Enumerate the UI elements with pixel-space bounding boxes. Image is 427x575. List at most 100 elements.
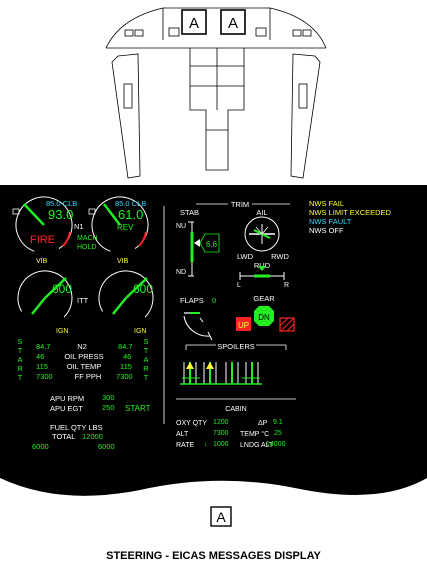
- n2-label: N2: [77, 342, 87, 351]
- cockpit-sketch: [105, 7, 327, 179]
- rate-arrow: ↓: [204, 441, 208, 448]
- panel-knob: [302, 29, 312, 37]
- engine-params: 84.7 46 115 7300 N2 OIL PRESS OIL TEMP F…: [36, 342, 133, 381]
- ign-left: IGN: [56, 328, 68, 335]
- fuel-total-label: TOTAL: [52, 432, 75, 441]
- cockpit-box-left-label: A: [189, 15, 199, 32]
- oxy-label: OXY QTY: [176, 420, 207, 427]
- start-right-letter: R: [143, 364, 149, 373]
- panel-knob: [168, 27, 180, 37]
- left-side-console: [111, 53, 141, 179]
- eicas-message: NWS LIMIT EXCEEDED: [309, 208, 392, 217]
- gear-label: GEAR: [253, 294, 275, 303]
- start-left-letter: R: [17, 364, 23, 373]
- rate-label: RATE: [176, 442, 194, 449]
- panel-knob: [124, 29, 134, 37]
- reference-box-label: A: [216, 509, 226, 525]
- left-n1-value: 93.0: [48, 207, 73, 222]
- n1-gauge-left: [12, 196, 73, 254]
- apu-egt-label: APU EGT: [50, 404, 83, 413]
- n1-gauge-right: [88, 196, 149, 254]
- start-left-letter: T: [18, 373, 23, 382]
- stab-value-box: [199, 233, 220, 253]
- center-pedestal: [189, 48, 245, 171]
- ap-value: 9.1: [273, 419, 283, 426]
- right-ff: 7300: [116, 372, 133, 381]
- trim-title: TRIM: [231, 200, 249, 209]
- stab-pointer: [194, 239, 200, 247]
- right-clb: 85.0 CLB: [115, 199, 146, 208]
- rud-scale: [239, 266, 285, 280]
- eicas-screen: [0, 185, 427, 496]
- rate-value: 1000: [213, 441, 229, 448]
- fire-indicator: FIRE: [30, 234, 55, 246]
- n1-red-arc: [62, 231, 71, 247]
- gear-up-box: [236, 317, 251, 331]
- ff-label: FF PPH: [75, 372, 102, 381]
- spoiler-panel: [225, 362, 239, 384]
- right-itt-value: 600: [133, 282, 153, 296]
- itt-label: ITT: [77, 296, 89, 305]
- start-right-letter: T: [144, 346, 149, 355]
- eicas-message: NWS FAIL: [309, 199, 344, 208]
- ldg-alt-label: LNDG ALT: [240, 442, 274, 449]
- right-oil-press: 46: [123, 352, 131, 361]
- rud-label: RUD: [254, 261, 271, 270]
- left-clb: 85.0 CLB: [46, 199, 77, 208]
- apu-rpm-label: APU RPM: [50, 394, 84, 403]
- alt-label: ALT: [176, 431, 189, 438]
- right-n1-value: 61.0: [118, 207, 143, 222]
- rev-indicator: REV: [117, 223, 134, 232]
- ldg-alt-value: 14000: [266, 441, 286, 448]
- left-oil-press: 46: [36, 352, 44, 361]
- eicas-message: NWS OFF: [309, 226, 344, 235]
- ail-label: AIL: [256, 208, 267, 217]
- rud-l: L: [237, 282, 241, 289]
- vib-left: VIB: [36, 258, 48, 265]
- start-left-letter: A: [17, 355, 22, 364]
- left-oil-temp: 115: [36, 362, 48, 371]
- temp-value: 25: [274, 430, 282, 437]
- mach-label: MACH: [77, 235, 98, 242]
- right-n2: 84.7: [118, 342, 133, 351]
- stab-nd: ND: [176, 269, 186, 276]
- hold-label: HOLD: [77, 244, 96, 251]
- n1-pointer: [103, 203, 121, 226]
- spoiler-panel: [203, 362, 217, 384]
- spoilers-label: SPOILERS: [217, 342, 255, 351]
- fuel-right-value: 6000: [98, 442, 115, 451]
- spoiler-indicators: [180, 362, 262, 385]
- start-left: S T A R T: [17, 337, 23, 382]
- lwd-label: LWD: [237, 252, 254, 261]
- right-oil-temp: 115: [120, 362, 132, 371]
- eicas-messages: NWS FAIL NWS LIMIT EXCEEDED NWS FAULT NW…: [309, 199, 392, 235]
- eicas-message: NWS FAULT: [309, 217, 352, 226]
- ail-indicator: [244, 216, 280, 252]
- start-right-letter: S: [143, 337, 148, 346]
- n1-pointer: [23, 203, 45, 226]
- apu-egt-value: 250: [102, 403, 115, 412]
- stab-value: 6.6: [206, 240, 218, 249]
- itt-gauge-left: [17, 270, 73, 326]
- console-detail: [123, 83, 133, 109]
- spoiler-panel: [245, 362, 259, 384]
- fuel-qty-label: FUEL QTY LBS: [50, 423, 103, 432]
- panel-knob: [255, 27, 267, 37]
- left-itt-value: 600: [52, 282, 72, 296]
- gear-down-label: DN: [258, 313, 270, 322]
- ign-right: IGN: [134, 328, 146, 335]
- oil-temp-label: OIL TEMP: [67, 362, 102, 371]
- stab-scale: [188, 221, 200, 277]
- left-ff: 7300: [36, 372, 53, 381]
- gear-unsafe-box: [279, 317, 295, 332]
- left-n2: 84.7: [36, 342, 51, 351]
- cockpit-box-right: [220, 9, 246, 35]
- alt-value: 7300: [213, 430, 229, 437]
- start-left-letter: T: [18, 346, 23, 355]
- oxy-value: 1200: [213, 419, 229, 426]
- itt-gauge-right: [98, 270, 154, 326]
- fuel-left-value: 6000: [32, 442, 49, 451]
- start-left-letter: S: [17, 337, 22, 346]
